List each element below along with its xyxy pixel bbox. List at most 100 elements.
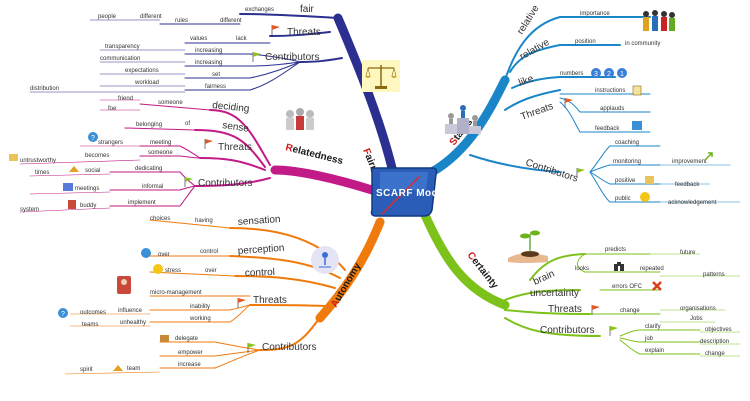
flag-icon [609,326,618,336]
fairness-different2: different [140,14,162,20]
relatedness-system: system [20,207,39,213]
globe-icon [141,248,151,258]
fairness-workload: workload [134,80,159,86]
status-branch [427,16,741,203]
status-improvement: improvement [672,159,707,165]
fairness-lack: lack [236,36,248,42]
relatedness-someone2: someone [148,150,173,156]
relatedness-deciding: deciding [212,100,250,115]
binoculars-icon [614,262,624,271]
micromanagement-figure-icon [117,276,131,294]
flag-icon [591,305,600,315]
relatedness-meeting: meeting [150,140,171,146]
relatedness-implement: implement [128,200,156,206]
relatedness-informal: informal [142,184,163,190]
status-like: like [517,73,535,89]
autonomy-over: over [158,252,170,258]
fairness-set: set [212,72,220,78]
autonomy-working: working [189,316,211,322]
autonomy-micro-management: micro-management [150,290,202,296]
certainty-job: job [644,336,654,342]
flag-icon [576,168,585,178]
relatedness-branch [19,99,377,213]
autonomy-outcomes: outcomes [80,310,106,316]
fairness-fair: fair [300,4,315,15]
flag-icon [247,343,256,353]
center-title: SCARF Model [376,188,448,199]
certainty-trunk [420,210,510,310]
relatedness-someone: someone [158,100,183,106]
status-monitoring: monitoring [613,159,641,165]
house-icon [113,365,123,371]
autonomy-sensation: sensation [237,214,280,228]
center-node[interactable]: SCARF Model [370,167,448,217]
certainty-threats: Threats [548,304,582,315]
relatedness-dedicating: dedicating [135,166,162,172]
autonomy-inability: inability [190,304,210,310]
relatedness-times: times [35,170,49,176]
autonomy-control1: control [200,249,218,255]
status-threats: Threats [519,101,555,123]
fairness-distribution: distribution [30,86,59,92]
tv-icon [63,183,73,191]
certainty-contributors: Contributors [540,325,594,336]
podium-people-icon [445,105,481,134]
seedling-hand-icon [508,230,548,263]
autonomy-trunk [315,217,385,323]
status-applauds: applauds [600,106,624,112]
certainty-change2: change [705,351,725,357]
fairness-exchanges: exchanges [245,7,274,13]
certainty-explain: explain [645,348,664,354]
status-relative1: relative [515,3,542,37]
autonomy-threats: Threats [253,295,287,306]
fairness-values: values [190,36,207,42]
status-relative2: relative [518,37,552,63]
autonomy-empower: empower [178,350,203,356]
certainty-objectives: objectives [705,327,732,333]
status-coaching: coaching [615,140,639,146]
flag-icon [184,177,193,187]
fairness-threats: Threats [287,27,321,38]
status-positive: positive [615,178,636,184]
number-badges: 3 2 1 [591,68,627,78]
certainty-patterns: patterns [703,272,725,278]
relatedness-untrustworthy: untrustworthy [20,158,56,164]
fairness-trunk [333,13,397,173]
group-people-icon [286,108,314,130]
notepad-icon [632,85,642,96]
thumbs-down-icon [9,154,18,161]
certainty-jobs: Jobs [690,316,703,322]
certainty-branch [420,210,741,357]
status-in-community: in community [625,41,660,47]
question-mark-icon: ? [61,311,65,318]
autonomy-team: team [127,366,140,372]
autonomy-having: having [195,218,213,224]
question-icon [88,132,98,142]
fairness-increasing2: increasing [195,60,222,66]
flag-icon [204,139,213,149]
status-numbers: numbers [560,71,583,77]
relatedness-becomes: becomes [85,153,109,159]
fairness-contributors: Contributors [265,52,319,63]
fairness-people: people [98,14,117,20]
relatedness-social: social [85,168,100,174]
certainty-uncertainty: uncertainty [530,288,579,299]
error-x-icon [652,281,662,291]
flag-icon [564,98,573,108]
svg-text:1: 1 [620,71,624,78]
status-position: position [575,39,596,45]
svg-text:2: 2 [607,71,611,78]
certainty-repeated: repeated [640,266,664,272]
relatedness-meetings: meetings [75,186,99,192]
stressed-face-icon [153,264,163,274]
thumbs-up-icon [645,176,654,184]
status-acknowledgement: acknowledgement [668,200,717,206]
badge-1-icon [617,68,627,78]
house-icon [69,166,79,172]
relatedness-threats: Threats [218,142,252,153]
autonomy-choices: choices [150,216,170,222]
autonomy-branch [64,217,385,375]
certainty-clarify: clarify [645,324,661,330]
certainty-looks: looks [575,266,589,272]
